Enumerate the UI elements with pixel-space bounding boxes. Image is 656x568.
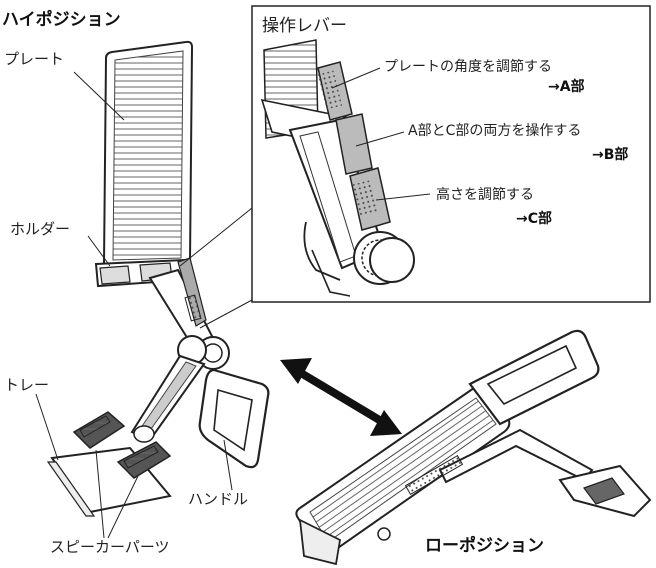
plate xyxy=(102,40,194,272)
callout-a-part: →A部 xyxy=(548,79,585,95)
callout-c-line xyxy=(375,193,431,201)
low-plate xyxy=(295,384,511,556)
low-arm xyxy=(404,428,594,496)
callout-c-part: →C部 xyxy=(516,211,553,227)
high-position-title: ハイポジション xyxy=(2,10,121,30)
speaker-leader-2 xyxy=(107,475,139,539)
low-tray xyxy=(558,464,652,518)
callout-c-text: 高さを調節する xyxy=(436,187,534,203)
tray-leader xyxy=(35,393,59,461)
inset-leader-top xyxy=(179,207,253,267)
holder-label: ホルダー xyxy=(10,220,71,238)
speaker-parts xyxy=(72,411,172,479)
plate-leader xyxy=(73,71,125,121)
lever-part-b xyxy=(335,113,373,175)
callout-a-line xyxy=(331,67,381,89)
position-change-arrow xyxy=(280,358,402,436)
plate-label: プレート xyxy=(4,50,65,68)
inset-title: 操作レバー xyxy=(262,16,347,36)
inset-lever-drawing xyxy=(260,39,415,297)
low-holder xyxy=(298,518,391,566)
callout-b-text: A部とC部の両方を操作する xyxy=(408,123,582,139)
high-position-stand xyxy=(46,40,270,517)
low-handle xyxy=(468,329,600,426)
inset-box xyxy=(251,5,651,303)
holder-leader xyxy=(87,235,111,267)
low-position-stand xyxy=(295,329,652,566)
tray-label: トレー xyxy=(4,376,50,394)
handle-label: ハンドル xyxy=(188,490,249,508)
callout-a-text: プレートの角度を調節する xyxy=(384,59,552,75)
handle-leader xyxy=(223,439,233,491)
low-position-title: ローポジション xyxy=(425,536,544,556)
callout-b-line xyxy=(355,131,405,147)
speaker-leader-1 xyxy=(95,449,105,539)
callout-b-part: →B部 xyxy=(592,147,629,163)
speaker-parts-label: スピーカーパーツ xyxy=(50,538,170,556)
handle xyxy=(198,368,270,469)
inset-leader-bottom xyxy=(199,299,253,329)
